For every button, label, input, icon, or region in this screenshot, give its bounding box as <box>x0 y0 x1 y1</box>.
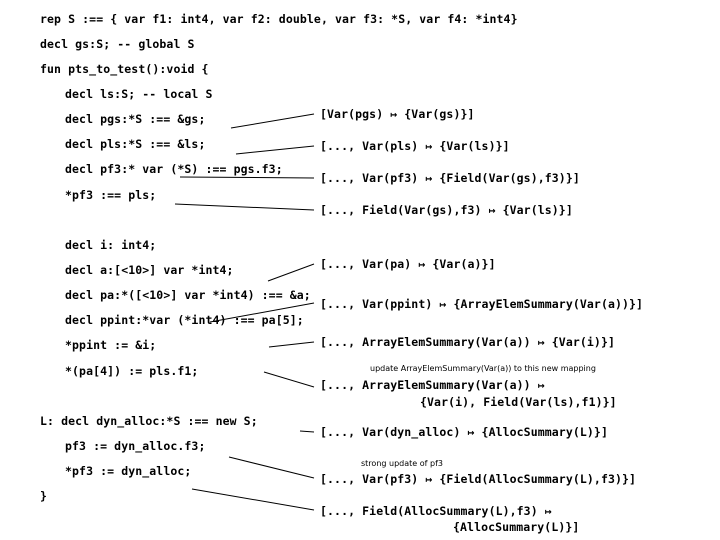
mapping-pgs: [Var(pgs) ↦ {Var(gs)}] <box>320 107 475 121</box>
mapping-pa: [..., Var(pa) ↦ {Var(a)}] <box>320 257 496 271</box>
mapping-pf3-alloc: [..., Var(pf3) ↦ {Field(AllocSummary(L),… <box>320 472 637 486</box>
code-line-decl-a: decl a:[<10>] var *int4; <box>65 263 234 277</box>
mapping-field-alloc-line2: {AllocSummary(L)}] <box>453 520 580 534</box>
mapping-pf3: [..., Var(pf3) ↦ {Field(Var(gs),f3)}] <box>320 171 580 185</box>
connector-star-ppint <box>268 341 315 348</box>
code-line-pf3-assign: pf3 := dyn_alloc.f3; <box>65 439 206 453</box>
code-line-star-ppint: *ppint := &i; <box>65 338 157 352</box>
code-line-close-brace: } <box>40 489 48 503</box>
code-line-decl-pls: decl pls:*S :== &ls; <box>65 137 206 151</box>
note-update-array-elem: update ArrayElemSummary(Var(a)) to this … <box>370 364 596 373</box>
code-line-fun: fun pts_to_test():void { <box>40 62 209 76</box>
connector-dyn-alloc <box>299 430 315 433</box>
mapping-dyn-alloc: [..., Var(dyn_alloc) ↦ {AllocSummary(L)}… <box>320 425 608 439</box>
connector-star-pf3 <box>174 203 315 211</box>
connector-pls <box>235 145 315 155</box>
connector-pa4 <box>263 371 315 388</box>
connector-pa <box>267 263 315 282</box>
code-line-decl-pgs: decl pgs:*S :== &gs; <box>65 112 206 126</box>
code-line-decl-pa: decl pa:*([<10>] var *int4) :== &a; <box>65 288 311 302</box>
mapping-ppint: [..., Var(ppint) ↦ {ArrayElemSummary(Var… <box>320 297 644 311</box>
code-line-star-pf3-dyn: *pf3 := dyn_alloc; <box>65 464 192 478</box>
code-line-decl-ls: decl ls:S; -- local S <box>65 87 213 101</box>
connector-star-pf3-dyn <box>191 488 315 511</box>
connector-pf3 <box>179 176 315 179</box>
mapping-array-elem-line2: {Var(i), Field(Var(ls),f1)}] <box>420 395 617 409</box>
code-line-decl-pf3: decl pf3:* var (*S) :== pgs.f3; <box>65 162 283 176</box>
connector-pf3-strong <box>228 456 315 479</box>
mapping-array-elem-i: [..., ArrayElemSummary(Var(a)) ↦ {Var(i)… <box>320 335 615 349</box>
code-line-decl-gs: decl gs:S; -- global S <box>40 37 195 51</box>
code-line-star-pf3-pls: *pf3 :== pls; <box>65 188 157 202</box>
code-line-decl-dyn-alloc: L: decl dyn_alloc:*S :== new S; <box>40 414 258 428</box>
mapping-pls: [..., Var(pls) ↦ {Var(ls)}] <box>320 139 510 153</box>
code-line-rep: rep S :== { var f1: int4, var f2: double… <box>40 12 518 26</box>
code-line-decl-ppint: decl ppint:*var (*int4) :== pa[5]; <box>65 313 304 327</box>
code-line-decl-i: decl i: int4; <box>65 238 157 252</box>
mapping-field-alloc-line1: [..., Field(AllocSummary(L),f3) ↦ <box>320 504 552 518</box>
note-strong-update: strong update of pf3 <box>361 459 443 468</box>
mapping-array-elem-line1: [..., ArrayElemSummary(Var(a)) ↦ <box>320 378 545 392</box>
mapping-field-gs-f3: [..., Field(Var(gs),f3) ↦ {Var(ls)}] <box>320 203 573 217</box>
connector-pgs <box>230 113 315 129</box>
connector-ppint <box>209 302 315 323</box>
code-line-star-pa4: *(pa[4]) := pls.f1; <box>65 364 199 378</box>
